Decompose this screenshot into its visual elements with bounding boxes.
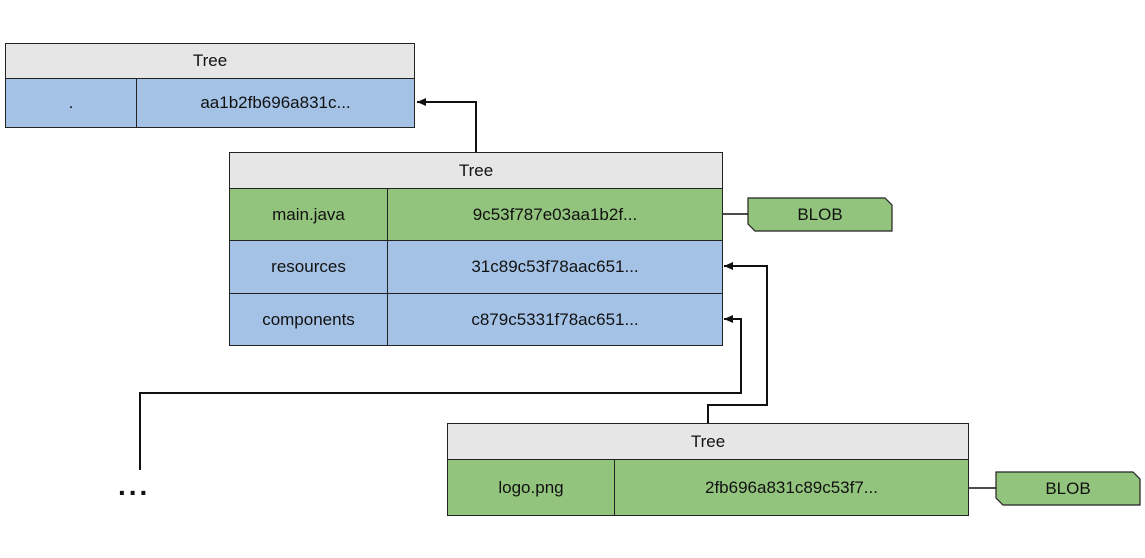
- tree-middle: Tree main.java 9c53f787e03aa1b2f... reso…: [229, 152, 723, 346]
- tree-middle-row-components: components c879c5331f78ac651...: [230, 294, 722, 345]
- entry-name: .: [6, 79, 137, 127]
- tree-root: Tree . aa1b2fb696a831c...: [5, 43, 415, 128]
- tree-bottom: Tree logo.png 2fb696a831c89c53f7...: [447, 423, 969, 516]
- tree-middle-header: Tree: [230, 153, 722, 189]
- blob-shape: [747, 197, 893, 232]
- entry-name: logo.png: [448, 460, 615, 515]
- entry-hash: 2fb696a831c89c53f7...: [705, 477, 878, 497]
- entry-name: resources: [230, 241, 388, 293]
- entry-hash: 31c89c53f78aac651...: [471, 257, 639, 276]
- entry-name: components: [230, 294, 388, 345]
- arrow-components-path: [139, 315, 742, 470]
- entry-hash: c879c5331f78ac651...: [471, 309, 639, 329]
- tree-bottom-row-logo: logo.png 2fb696a831c89c53f7...: [448, 460, 968, 515]
- tree-root-row: . aa1b2fb696a831c...: [6, 79, 414, 127]
- blob-main-java: BLOB: [747, 197, 893, 232]
- tree-middle-row-resources: resources 31c89c53f78aac651...: [230, 241, 722, 294]
- entry-hash: aa1b2fb696a831c...: [200, 93, 351, 112]
- tree-middle-row-main-java: main.java 9c53f787e03aa1b2f...: [230, 189, 722, 241]
- entry-name: main.java: [230, 189, 388, 240]
- ellipsis-more: ...: [118, 470, 151, 501]
- tree-root-header: Tree: [6, 44, 414, 79]
- entry-hash: 9c53f787e03aa1b2f...: [472, 204, 638, 224]
- tree-bottom-header: Tree: [448, 424, 968, 460]
- arrow-bottom-to-resources: [707, 262, 768, 423]
- blob-label: BLOB: [797, 204, 843, 224]
- blob-logo-png: BLOB: [995, 471, 1141, 506]
- blob-shape: [995, 471, 1141, 506]
- arrow-middle-to-root: [417, 98, 477, 152]
- blob-label: BLOB: [1045, 478, 1091, 498]
